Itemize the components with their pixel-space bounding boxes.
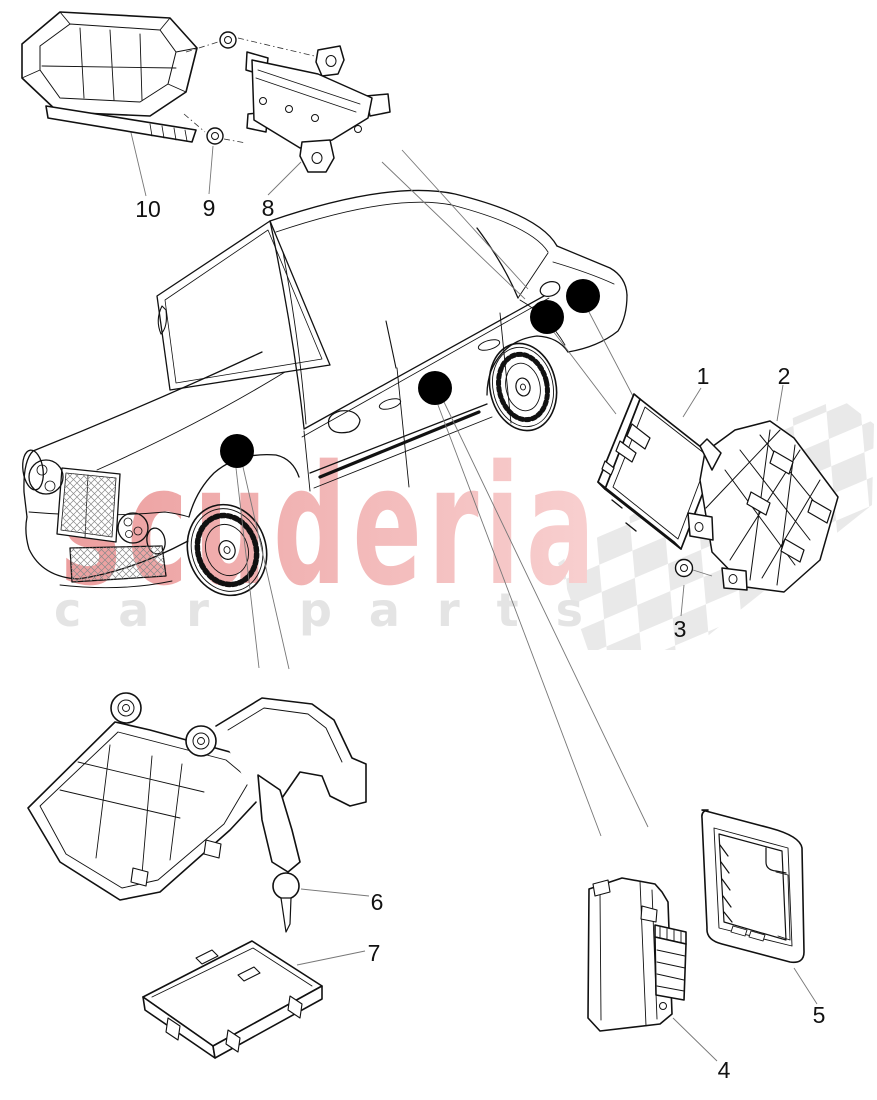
callout-label-10: 10 <box>135 196 161 222</box>
callout-label-9: 9 <box>203 195 216 221</box>
part-drawing-6 <box>27 692 367 933</box>
location-dot-front-door <box>220 434 254 468</box>
part-drawing-10 <box>21 11 198 143</box>
part-drawing-2 <box>687 420 839 593</box>
location-dot-rear-deck-lower <box>530 300 564 334</box>
part-drawing-9 <box>206 31 237 145</box>
part-drawing-1 <box>597 393 717 550</box>
location-dots <box>220 279 600 468</box>
part-drawing-5 <box>701 809 805 964</box>
part-drawing-7 <box>142 940 323 1059</box>
location-dot-rear-door <box>418 371 452 405</box>
part-drawing-3 <box>674 558 694 578</box>
leader-lines <box>127 119 818 1062</box>
location-dot-rear-deck-upper <box>566 279 600 313</box>
callout-label-6: 6 <box>371 889 384 915</box>
car-illustration <box>22 189 628 597</box>
callout-label-8: 8 <box>262 195 275 221</box>
callout-label-5: 5 <box>813 1002 826 1028</box>
rear-deck-marker-ellipse <box>539 281 561 297</box>
callout-label-1: 1 <box>697 363 710 389</box>
watermark-tagline: car parts <box>54 583 620 637</box>
callout-label-4: 4 <box>718 1057 731 1083</box>
callout-labels: 10 9 8 1 2 3 6 7 4 5 <box>135 195 825 1083</box>
callout-label-2: 2 <box>778 363 791 389</box>
callout-label-3: 3 <box>674 616 687 642</box>
part-drawing-4 <box>587 877 687 1032</box>
part-drawing-8 <box>245 45 391 173</box>
watermark-brand: scuderia <box>60 432 601 623</box>
callout-label-7: 7 <box>368 940 381 966</box>
